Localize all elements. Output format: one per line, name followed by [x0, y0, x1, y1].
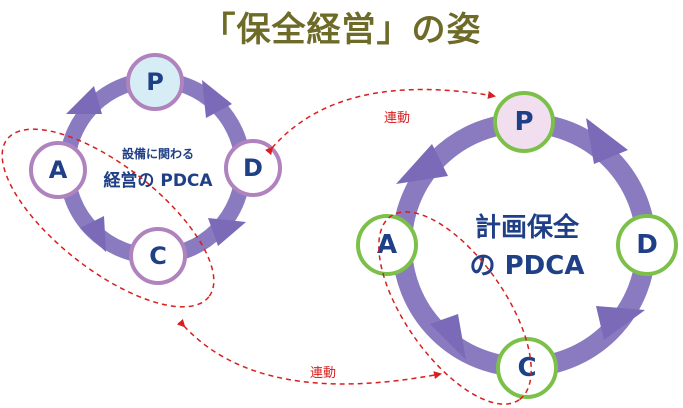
right-node-c-label: C [517, 353, 536, 383]
top-link-arrow [265, 88, 496, 156]
right-node-d: D [616, 214, 678, 276]
right-cycle-line1: 計画保全 [475, 212, 580, 243]
right-node-d-label: D [636, 230, 658, 260]
left-node-c-label: C [149, 242, 167, 270]
left-arrow-c-to-a [80, 216, 106, 252]
left-ca-dashed-loop [1, 128, 215, 308]
left-node-a: A [29, 141, 87, 199]
left-node-p-label: P [146, 68, 164, 96]
left-node-c: C [129, 227, 187, 285]
left-node-p: P [126, 53, 184, 111]
left-node-d: D [224, 139, 282, 197]
right-node-p-label: P [514, 107, 533, 137]
right-node-a-label: A [377, 230, 397, 260]
left-arrow-a-to-p [66, 86, 102, 114]
linkage: 連動 連動 [1, 88, 532, 405]
left-cycle-main-label: 経営の PDCA [103, 170, 213, 191]
left-arrow-p-to-d [202, 80, 232, 118]
left-node-d-label: D [243, 154, 263, 182]
right-node-a: A [356, 214, 418, 276]
bottom-link-arrow [176, 318, 442, 385]
left-arrow-d-to-c [208, 218, 246, 246]
right-arrow-d-to-c [596, 306, 645, 340]
left-node-a-label: A [49, 156, 68, 184]
bottom-link-label: 連動 [310, 366, 336, 381]
right-ca-dashed-loop [378, 211, 532, 405]
right-cycle-line2: の PDCA [470, 251, 585, 281]
right-node-p: P [493, 91, 555, 153]
right-node-c: C [496, 337, 558, 399]
left-cycle-small-label: 設備に関わる [122, 146, 194, 161]
diagram-title: 「保全経営」の姿 [201, 10, 482, 50]
top-link-label: 連動 [384, 111, 410, 126]
right-pdca-cycle: P D C A 計画保全 の PDCA [356, 91, 678, 399]
right-arrow-p-to-d [586, 118, 628, 164]
left-pdca-cycle: P D C A 設備に関わる 経営の PDCA [29, 53, 282, 285]
